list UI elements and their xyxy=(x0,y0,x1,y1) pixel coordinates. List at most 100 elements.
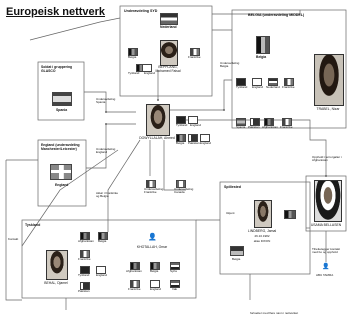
belgium-flag-large-icon xyxy=(256,36,270,54)
flag-icon-m-3 xyxy=(170,262,180,270)
icon-mid-person-icon: 👤 xyxy=(148,234,157,241)
flag-icon-t-2 xyxy=(98,232,108,240)
label-center-pakistan: Pakistan xyxy=(188,141,200,145)
photo-belgia-person xyxy=(314,54,344,106)
country-label-england: England xyxy=(55,183,69,187)
label-belgia-person: TRABEL, Nizar xyxy=(316,107,340,111)
country-label-nederland: Nederland xyxy=(160,25,177,29)
flag-icon-center-4 xyxy=(188,134,198,142)
photo-left-person xyxy=(46,250,68,280)
label-center-belgia: Belgia xyxy=(176,141,185,145)
flag-icon-center-5 xyxy=(200,134,210,142)
box-header-tyskland: Tyskland xyxy=(25,223,41,227)
flag-icon-spil-2 xyxy=(230,246,244,256)
label-t-tyrkland: Tyrkland xyxy=(78,273,90,277)
label-t-belgia: Belgia xyxy=(98,239,107,243)
flag-icon-spil-1 xyxy=(284,210,296,219)
box-header-belgia: BELGIA (underavdeling MIDDEL) xyxy=(248,13,305,17)
link-label-frankrike: Underavdeling Frankrike xyxy=(144,187,164,195)
label-belgia: Belgia xyxy=(128,55,137,59)
flag-icon-m-4 xyxy=(130,280,140,288)
country-label-spania: Spania xyxy=(56,108,68,112)
flag-icon-t-4 xyxy=(80,266,90,274)
france-flag-icon xyxy=(190,48,200,56)
netherlands-flag-icon xyxy=(160,13,178,25)
link-label-belgia: Underavdeling Belgia xyxy=(220,61,240,69)
label-frankrike-b2: Frankrike xyxy=(280,125,293,129)
label-right-person: USAMA BELLASEN xyxy=(310,223,342,227)
label-nederland-b: Nederland xyxy=(266,85,280,89)
link-label-tilrettelegger: Tilrettelegger kontakt med bo og opphold xyxy=(312,247,340,255)
flag-icon-center-1 xyxy=(176,116,186,124)
belgium-flag-icon xyxy=(128,48,138,56)
photo-syd-person xyxy=(160,40,178,66)
bottom-note: fortsetter med flere navn i nettverket xyxy=(250,311,299,315)
box-spania xyxy=(37,61,85,121)
box-underavdeling-syd xyxy=(119,5,213,97)
flag-icon-tyrkland-b xyxy=(236,78,246,86)
link-label-aktor: Aktør i Frankrike og Belgia xyxy=(96,191,119,199)
label-m-england: England xyxy=(150,287,162,291)
label-m-belgia: Belgia xyxy=(150,269,159,273)
icon-abu-tamra-person-icon: 👤 xyxy=(322,264,330,270)
box-england xyxy=(37,139,87,207)
flag-icon-spania-b xyxy=(236,118,246,126)
box-header-spania: Soldat i gruppering GLASCO xyxy=(41,65,73,73)
link-label-england: Underavdeling England xyxy=(96,147,116,155)
label-england-b: England xyxy=(252,85,264,89)
link-center-belgia xyxy=(168,79,232,111)
label-t-pakistan: Pakistan xyxy=(78,289,90,293)
label-left-person: BEHAL, Djamel xyxy=(44,281,68,285)
label-syd-person: BEPPLANG, Mohamed Faisal xyxy=(155,65,181,73)
flag-icon-t-3 xyxy=(80,250,90,258)
label-center-england2: England xyxy=(200,141,212,145)
link-label-canada: Underavdeling Canada xyxy=(174,187,194,195)
link-label-spania: Underavdeling Spania xyxy=(96,97,116,105)
link-center-down3 xyxy=(107,139,141,220)
label-center-england: England xyxy=(190,123,202,127)
link-center-england xyxy=(86,123,136,169)
photo-right-person xyxy=(314,180,342,222)
box-header-england: England (underavdeling Manchester/Leices… xyxy=(41,143,80,151)
flag-icon-m-5 xyxy=(150,280,160,288)
label-center-tyrkland: Tyrkland xyxy=(176,123,188,127)
link-top-line xyxy=(29,17,121,41)
link-center-down2 xyxy=(163,140,186,191)
flag-icon-england-b xyxy=(252,78,262,86)
label-pakistan-b: Pakistan xyxy=(248,125,260,129)
link-diag xyxy=(21,149,119,247)
label-spil-ukjent: Ukjent xyxy=(226,211,235,215)
england-flag-icon xyxy=(142,64,152,72)
label-bottom-right-person: LINDBERG, Jamal xyxy=(247,229,277,233)
flag-icon-t-6 xyxy=(80,282,90,290)
label-m-frankrike: Frankrike xyxy=(128,287,141,291)
link-top-right xyxy=(212,10,301,15)
label-m-irak: Irak xyxy=(172,287,178,291)
label-t-frankrike: Frankrike xyxy=(78,257,91,261)
link-center-spania xyxy=(84,91,136,113)
label-frankrike-syd: Frankrike xyxy=(188,55,201,59)
flag-icon-m-1 xyxy=(130,262,140,270)
spain-flag-icon xyxy=(52,92,72,106)
label-england-syd: England xyxy=(144,71,156,75)
flag-icon-afghanistan-b xyxy=(264,118,274,126)
label-bottom-right-dob: 26.10.1982 xyxy=(254,234,270,238)
box-tyskland xyxy=(21,219,197,299)
label-spil-belgia: Belgia xyxy=(232,257,241,261)
label-bottom-right-extra: alias DIXON xyxy=(253,239,271,243)
label-frankrike-b: Frankrike xyxy=(282,85,295,89)
label-tyrkland-b: Tyrkland xyxy=(236,85,248,89)
flag-icon-m-2 xyxy=(150,262,160,270)
label-t-england: England xyxy=(96,273,108,277)
box-header-spilhus: Spillested xyxy=(224,185,241,189)
link-left-long xyxy=(5,160,22,301)
photo-center-person xyxy=(146,104,170,136)
label-spania-b: Spania xyxy=(236,125,246,129)
label-tyrkland: Tyrkland xyxy=(128,71,140,75)
label-m-syria: Syria xyxy=(170,269,177,273)
photo-bottom-right-person xyxy=(254,200,272,228)
flag-icon-center-3 xyxy=(176,134,186,142)
label-mid-person: KHOTALLAH, Omar xyxy=(136,245,168,249)
label-abu-tamra: ABU TAMRA xyxy=(316,273,334,277)
country-label-belgia: Belgia xyxy=(256,55,267,59)
